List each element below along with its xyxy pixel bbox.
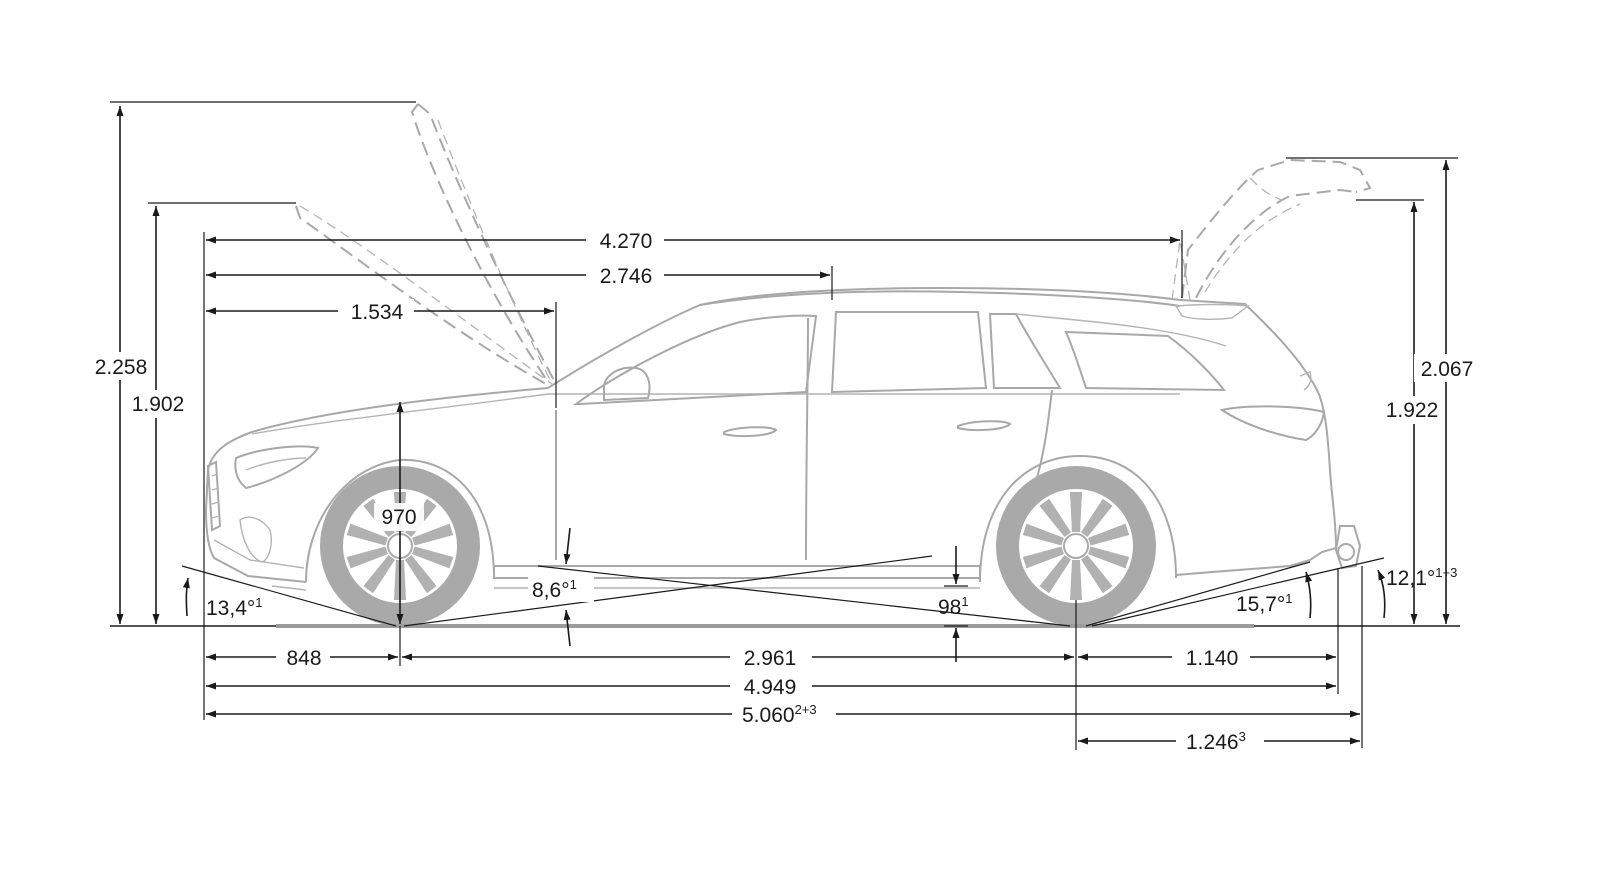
label-departure-tow-bar-note: 1+3	[1435, 565, 1457, 580]
label-5060: 5.0602+3	[742, 702, 817, 727]
open-tailgate-outline	[1171, 158, 1372, 301]
label-departure-angle-tow-bar: 12,1°1+3	[1386, 565, 1457, 590]
label-970: 970	[381, 506, 416, 529]
label-4270: 4.270	[600, 230, 653, 253]
dimension-labels: 2.258 1.902 2.067 1.922 4.270 2.746 1.53…	[88, 228, 1480, 754]
label-1246-note: 3	[1239, 729, 1246, 744]
label-5060-note: 2+3	[795, 702, 817, 717]
label-departure-angle: 15,7°1	[1236, 591, 1293, 616]
label-ramp-breakover-note: 1	[570, 577, 577, 592]
label-approach-angle-note: 1	[255, 595, 262, 610]
label-departure-angle-note: 1	[1285, 591, 1292, 606]
label-ramp-breakover-angle: 8,6°1	[532, 577, 577, 602]
label-ramp-breakover-value: 8,6°	[532, 579, 570, 602]
label-overall-height: 2.258	[95, 356, 148, 379]
approach-angle	[181, 565, 397, 627]
label-approach-angle: 13,4°1	[206, 595, 263, 620]
label-ground-clearance-note: 1	[961, 594, 968, 609]
label-tailgate-height: 2.067	[1421, 358, 1474, 381]
label-2746: 2.746	[600, 265, 653, 288]
label-1246-value: 1.246	[1186, 731, 1239, 754]
label-tailgate-clearance: 1.922	[1386, 399, 1439, 422]
extension-lines	[110, 101, 1458, 750]
label-1246: 1.2463	[1186, 729, 1246, 754]
label-4949: 4.949	[744, 676, 797, 699]
label-bonnet-height: 1.902	[132, 393, 185, 416]
label-departure-angle-value: 15,7°	[1236, 593, 1285, 616]
label-1140: 1.140	[1186, 647, 1239, 670]
label-2961: 2.961	[744, 647, 797, 670]
label-848: 848	[286, 647, 321, 670]
label-5060-value: 5.060	[742, 704, 795, 727]
car-side-view	[204, 103, 1372, 626]
label-ground-clearance-value: 98	[938, 596, 961, 619]
label-departure-tow-bar-value: 12,1°	[1386, 567, 1435, 590]
rear-wheel	[996, 466, 1156, 626]
label-1534: 1.534	[351, 301, 404, 324]
label-ground-clearance: 981	[938, 594, 969, 619]
ramp-breakover-angle	[403, 527, 1071, 647]
open-hood-outline	[295, 103, 557, 385]
departure-angle-tow-bar	[1091, 557, 1386, 627]
label-approach-angle-value: 13,4°	[206, 597, 255, 620]
